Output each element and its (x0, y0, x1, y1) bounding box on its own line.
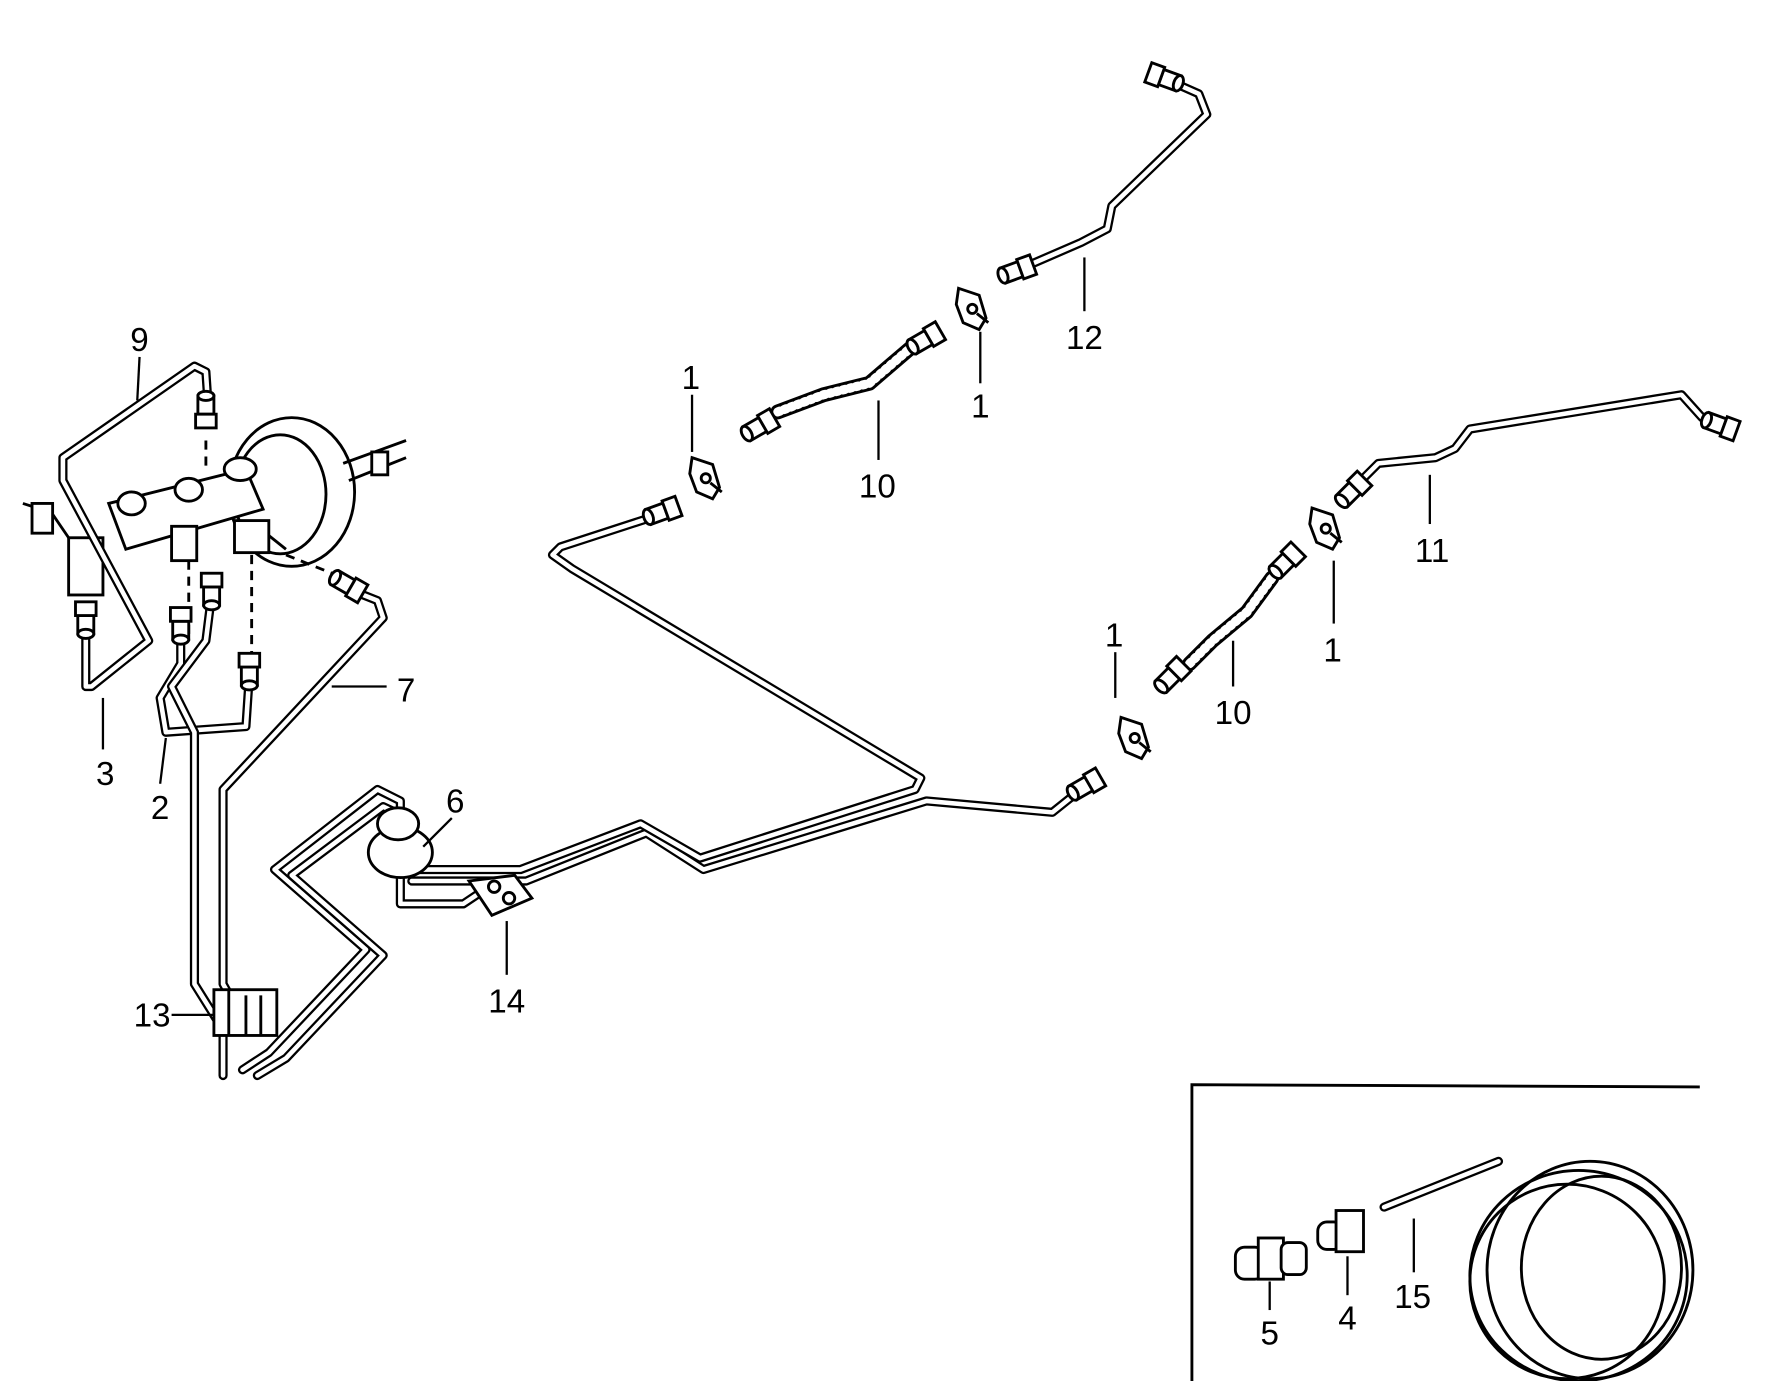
callout-1: 1 (971, 389, 989, 426)
callouts: 9 1 10 1 12 1 10 1 11 7 3 2 6 14 13 5 4 … (96, 257, 1449, 1352)
callout-12: 12 (1066, 320, 1103, 357)
callout-15: 15 (1394, 1279, 1431, 1316)
callout-10: 10 (859, 469, 896, 506)
nipple-4 (1316, 1209, 1365, 1254)
callout-9: 9 (130, 322, 148, 359)
callout-4: 4 (1338, 1301, 1356, 1338)
callout-10: 10 (1215, 695, 1252, 732)
callout-2: 2 (151, 790, 169, 827)
grommet-6 (366, 806, 434, 880)
callout-14: 14 (488, 984, 525, 1021)
clip-13 (212, 988, 279, 1037)
callout-3: 3 (96, 756, 114, 793)
callout-11: 11 (1415, 533, 1449, 570)
callout-1: 1 (1105, 617, 1123, 654)
brake-tubes (58, 73, 1727, 1081)
tube-coil-15 (1468, 1159, 1695, 1381)
master-cylinder-assembly (22, 416, 407, 653)
union-5 (1233, 1236, 1308, 1281)
inset-repair-parts (1190, 1083, 1700, 1381)
brake-hoses (74, 61, 1742, 806)
callout-5: 5 (1260, 1315, 1278, 1352)
brake-clips (688, 286, 1344, 761)
holder-14 (466, 873, 535, 918)
callout-1: 1 (1323, 632, 1341, 669)
callout-13: 13 (134, 997, 171, 1034)
callout-6: 6 (446, 783, 464, 820)
callout-1: 1 (682, 360, 700, 397)
callout-7: 7 (397, 672, 415, 709)
